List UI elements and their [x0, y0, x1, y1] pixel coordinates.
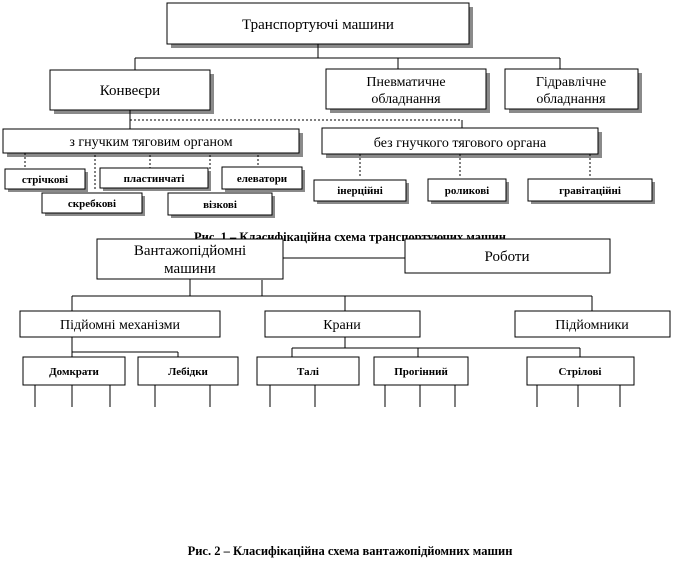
fig2-winches-label: Лебідки: [168, 366, 208, 378]
fig2-node-winches: Лебідки: [137, 356, 239, 386]
fig2-node-bridge: Прогінний: [373, 356, 469, 386]
fig1-conveyors-label: Конвеєри: [100, 83, 160, 99]
fig1-pneumatic-label-line1: Пневматичне: [366, 75, 445, 90]
fig1-plate-label: пластинчаті: [124, 173, 185, 185]
fig2-caption: Рис. 2 – Класифікаційна схема вантажопід…: [188, 544, 513, 558]
fig1-hydraulic-label-line1: Гідравлічне: [536, 75, 606, 90]
fig1-node-scraper: скребкові: [41, 192, 145, 216]
fig1-carriage-label: візкові: [203, 199, 237, 211]
fig2-lifts-label: Підйомники: [555, 318, 629, 333]
fig2-connectors-level1: [71, 257, 593, 312]
fig2-bridge-label: Прогінний: [394, 366, 448, 378]
fig1-node-conveyors: Конвеєри: [49, 69, 214, 114]
fig1-inertial-label: інерційні: [337, 185, 383, 197]
fig1-connectors-level2: [129, 110, 463, 130]
fig1-roller-label: роликові: [445, 185, 489, 197]
fig1-connectors-nonflexible-children: [359, 154, 591, 178]
fig1-hydraulic-label-line2: обладнання: [536, 92, 606, 107]
fig1-non-flexible-label: без гнучкого тягового органа: [374, 136, 547, 151]
fig2-cranes-label: Крани: [323, 318, 361, 333]
fig1-gravity-label: гравітаційні: [559, 185, 621, 197]
fig1-node-plate: пластинчаті: [99, 167, 211, 191]
fig2-stub-lines: [34, 385, 621, 407]
fig1-node-pneumatic: Пневматичне обладнання: [325, 68, 490, 113]
fig1-node-roller: роликові: [427, 178, 509, 204]
fig1-node-gravity: гравітаційні: [527, 178, 655, 204]
fig1-node-elevators: елеватори: [221, 166, 305, 192]
fig2-robots-label: Роботи: [485, 249, 530, 265]
fig2-hoists-label: Талі: [297, 366, 319, 378]
fig1-elevators-label: елеватори: [237, 173, 288, 185]
fig1-root-label: Транспортуючі машини: [242, 17, 394, 33]
fig1-node-flexible: з гнучким тяговим органом: [2, 128, 303, 157]
fig2-node-hoists: Талі: [256, 356, 360, 386]
fig1-node-belt: стрічкові: [4, 168, 88, 192]
fig2-root-label-line2: машини: [164, 261, 216, 277]
fig1-connectors-level1: [134, 44, 561, 70]
fig2-node-lifting-mechanisms: Підйомні механізми: [19, 310, 221, 338]
fig1-pneumatic-label-line2: обладнання: [371, 92, 441, 107]
fig2-root-label-line1: Вантажопідйомні: [134, 243, 246, 259]
fig1-flexible-label: з гнучким тяговим органом: [69, 135, 232, 150]
fig2-jib-label: Стрілові: [559, 366, 602, 378]
fig1-node-hydraulic: Гідравлічне обладнання: [504, 68, 642, 113]
fig2-node-lifts: Підйомники: [514, 310, 671, 338]
fig2-jacks-label: Домкрати: [49, 366, 99, 378]
fig1-belt-label: стрічкові: [22, 174, 68, 186]
fig1-root-node: Транспортуючі машини: [166, 2, 473, 48]
fig1-scraper-label: скребкові: [68, 198, 116, 210]
fig1-node-non-flexible: без гнучкого тягового органа: [321, 127, 602, 158]
fig2-node-jacks: Домкрати: [22, 356, 126, 386]
fig2-node-jib: Стрілові: [526, 356, 635, 386]
fig2-node-robots: Роботи: [404, 238, 611, 274]
fig1-node-carriage: візкові: [167, 192, 275, 218]
fig2-lifting-mechanisms-label: Підйомні механізми: [60, 318, 181, 333]
fig2-node-cranes: Крани: [264, 310, 421, 338]
fig2-root-node: Вантажопідйомні машини: [96, 238, 284, 280]
fig2-connectors-level2: [71, 337, 581, 358]
fig1-node-inertial: інерційні: [313, 179, 409, 204]
